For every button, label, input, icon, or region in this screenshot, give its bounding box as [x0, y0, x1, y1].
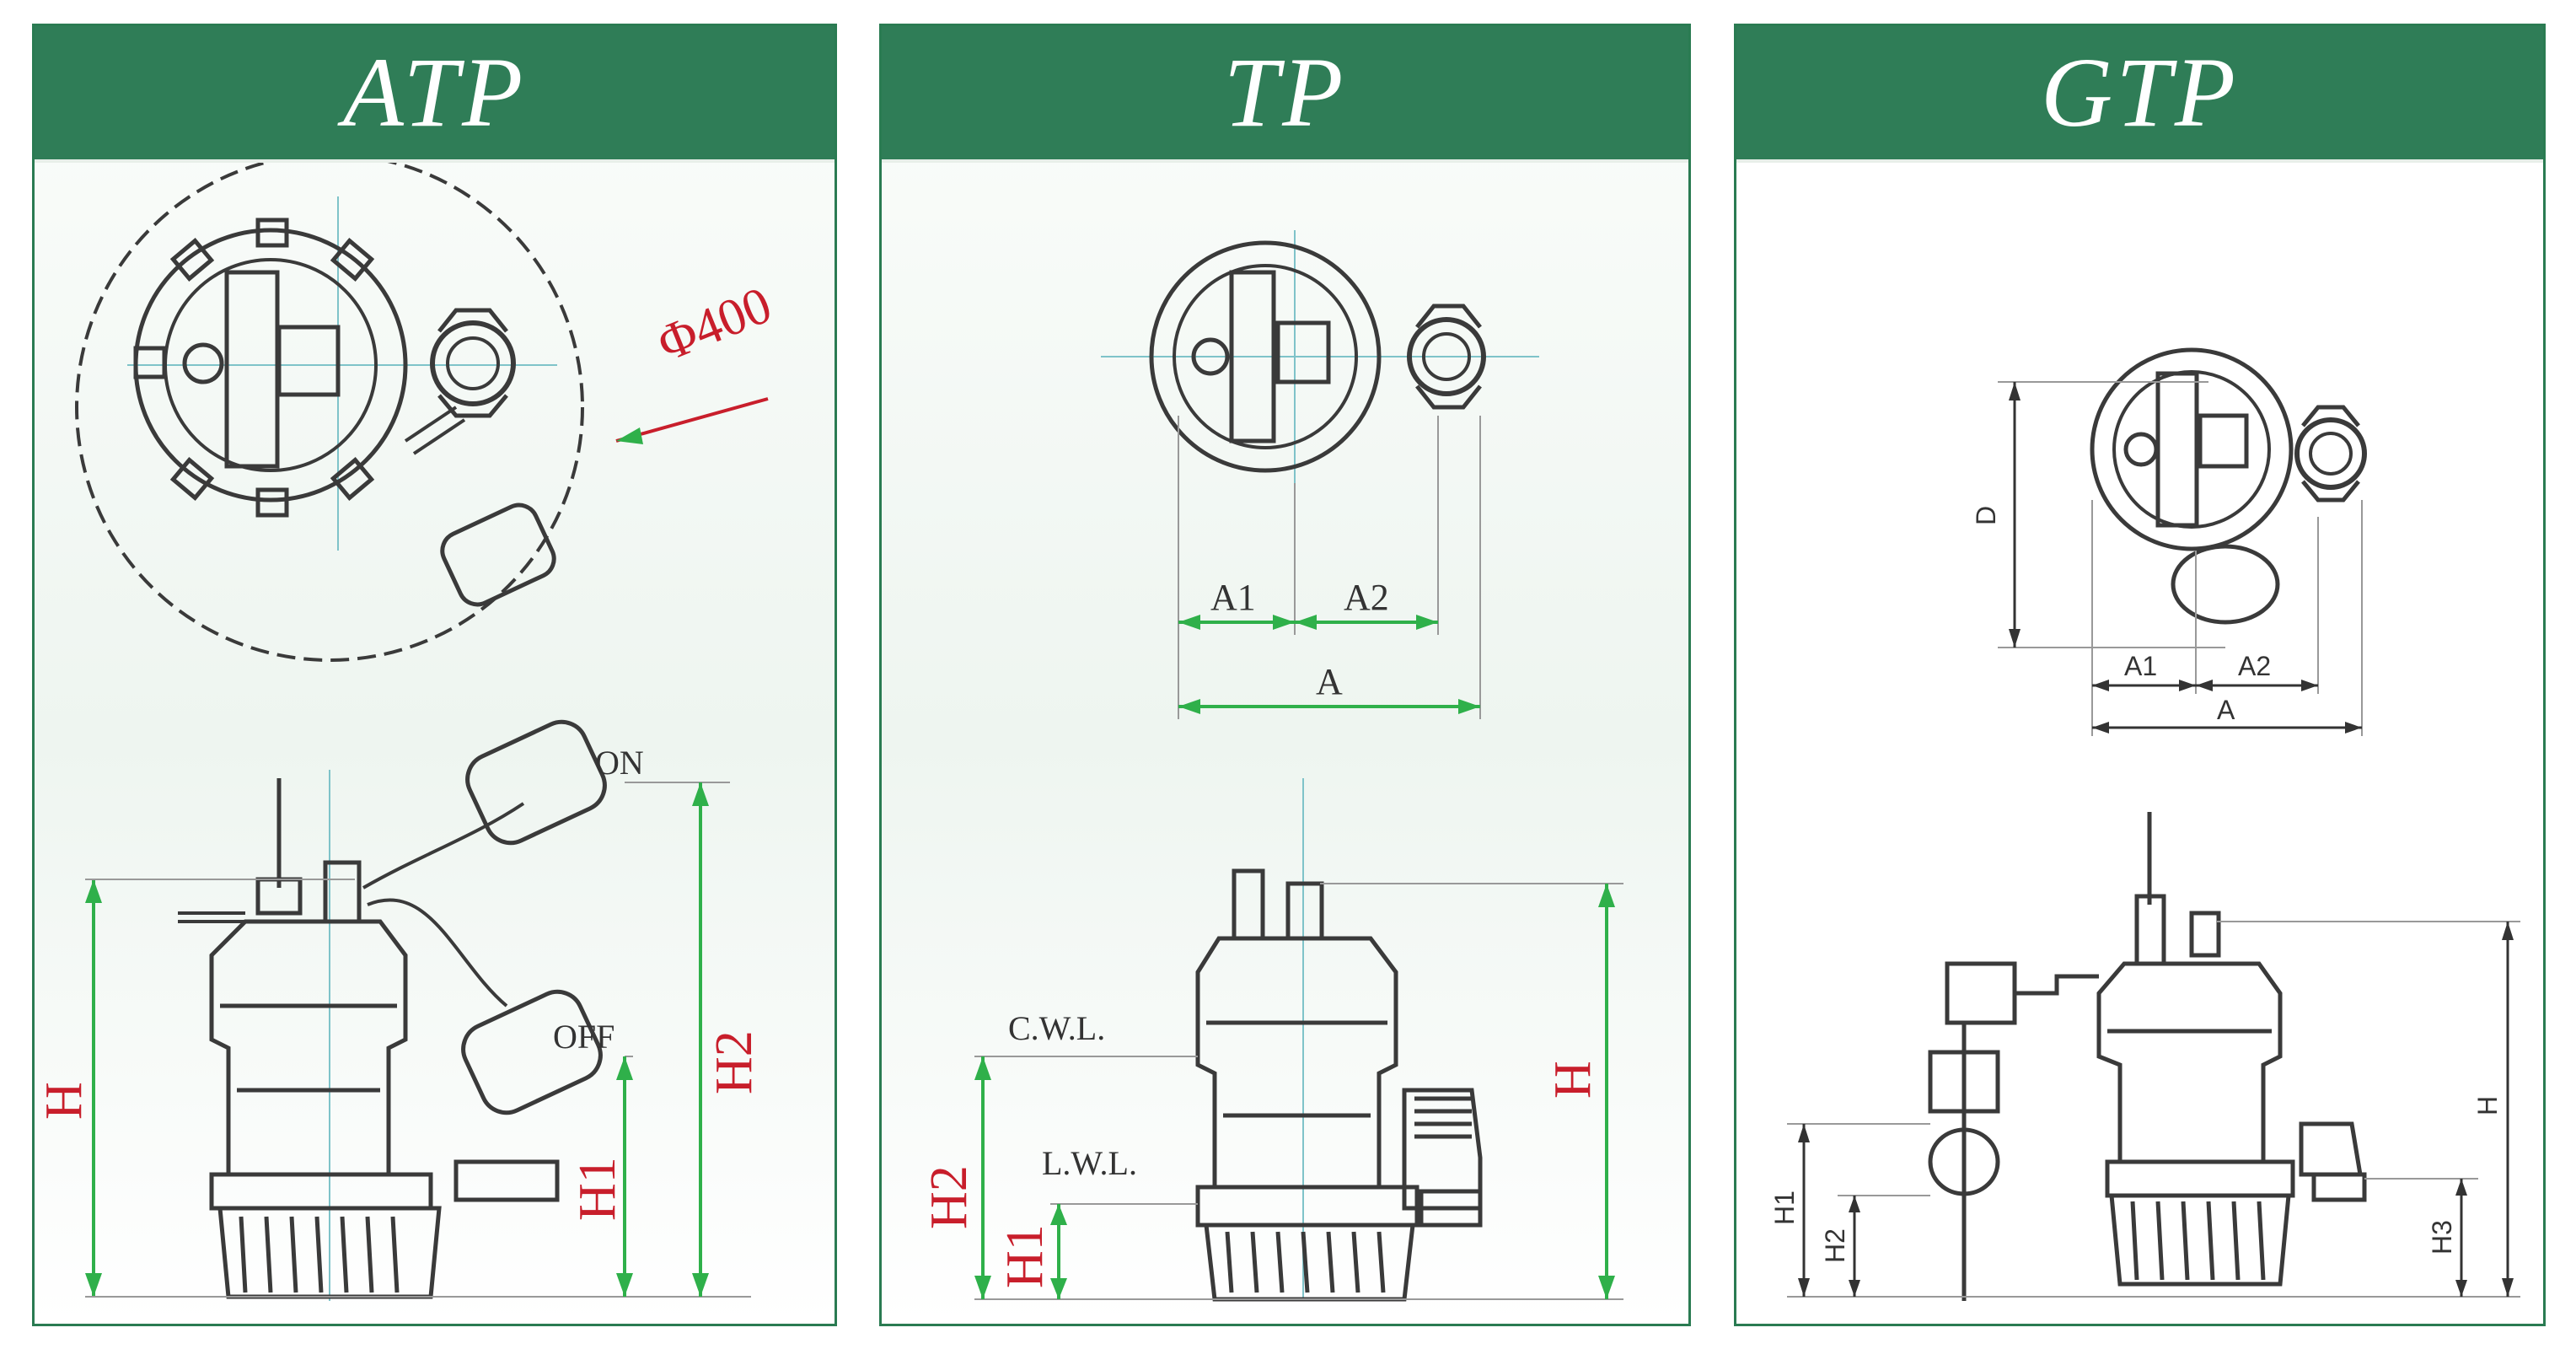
tp-h2-label: H2 — [920, 1165, 978, 1229]
tp-h1-label: H1 — [996, 1224, 1054, 1288]
atp-on-label: ON — [595, 744, 644, 782]
tp-side-view — [1195, 778, 1483, 1302]
gtp-side-dimensions: H H1 H2 H3 — [1769, 921, 2520, 1298]
atp-h2-label: H2 — [706, 1030, 763, 1094]
tp-a2-label: A2 — [1344, 577, 1389, 618]
gtp-h1-label: H1 — [1769, 1190, 1800, 1225]
tp-h-label: H — [1544, 1061, 1602, 1099]
gtp-panel-header: GTP — [1736, 26, 2543, 163]
tp-cwl-label: C.W.L. — [1008, 1009, 1105, 1047]
tp-side-dimensions: C.W.L. L.W.L. H H2 H1 — [920, 883, 1623, 1300]
tp-a1-label: A1 — [1210, 577, 1256, 618]
tp-lwl-label: L.W.L. — [1042, 1144, 1137, 1182]
atp-drawing: Φ400 — [35, 163, 780, 1301]
atp-h1-label: H1 — [569, 1157, 626, 1221]
gtp-h2-label: H2 — [1820, 1228, 1850, 1263]
gtp-side-view — [1928, 812, 2367, 1301]
gtp-panel-title: GTP — [2041, 37, 2239, 148]
atp-off-label: OFF — [553, 1018, 614, 1056]
atp-top-view — [75, 163, 584, 662]
tp-a-label: A — [1316, 661, 1343, 702]
gtp-a2-label: A2 — [2238, 651, 2271, 681]
atp-panel-header: ATP — [35, 26, 835, 163]
gtp-top-view — [2090, 347, 2367, 625]
tp-drawing: A1 A2 A — [920, 230, 1623, 1302]
atp-diameter-annotation: Φ400 — [615, 276, 780, 444]
tp-panel: TP A1 A2 — [879, 24, 1691, 1326]
gtp-panel: GTP D — [1734, 24, 2546, 1326]
atp-h-label: H — [35, 1082, 93, 1120]
tp-top-dimensions: A1 A2 A — [1178, 416, 1481, 719]
gtp-drawing: D A1 A2 A — [1769, 347, 2520, 1301]
atp-side-view — [178, 719, 607, 1301]
tp-panel-header: TP — [882, 26, 1688, 163]
gtp-h-label: H — [2472, 1096, 2503, 1115]
gtp-d-label: D — [1971, 506, 2001, 525]
gtp-h3-label: H3 — [2427, 1220, 2457, 1255]
atp-panel: ATP — [32, 24, 837, 1326]
gtp-top-dimensions: D A1 A2 A — [1971, 381, 2363, 736]
atp-diameter-label: Φ400 — [650, 276, 780, 373]
gtp-a-label: A — [2217, 695, 2235, 725]
atp-panel-title: ATP — [342, 37, 527, 148]
atp-dimensions: H H2 H1 ON OFF — [35, 744, 763, 1298]
tp-panel-title: TP — [1223, 37, 1347, 148]
gtp-a1-label: A1 — [2124, 651, 2157, 681]
tp-top-view — [1101, 230, 1539, 483]
